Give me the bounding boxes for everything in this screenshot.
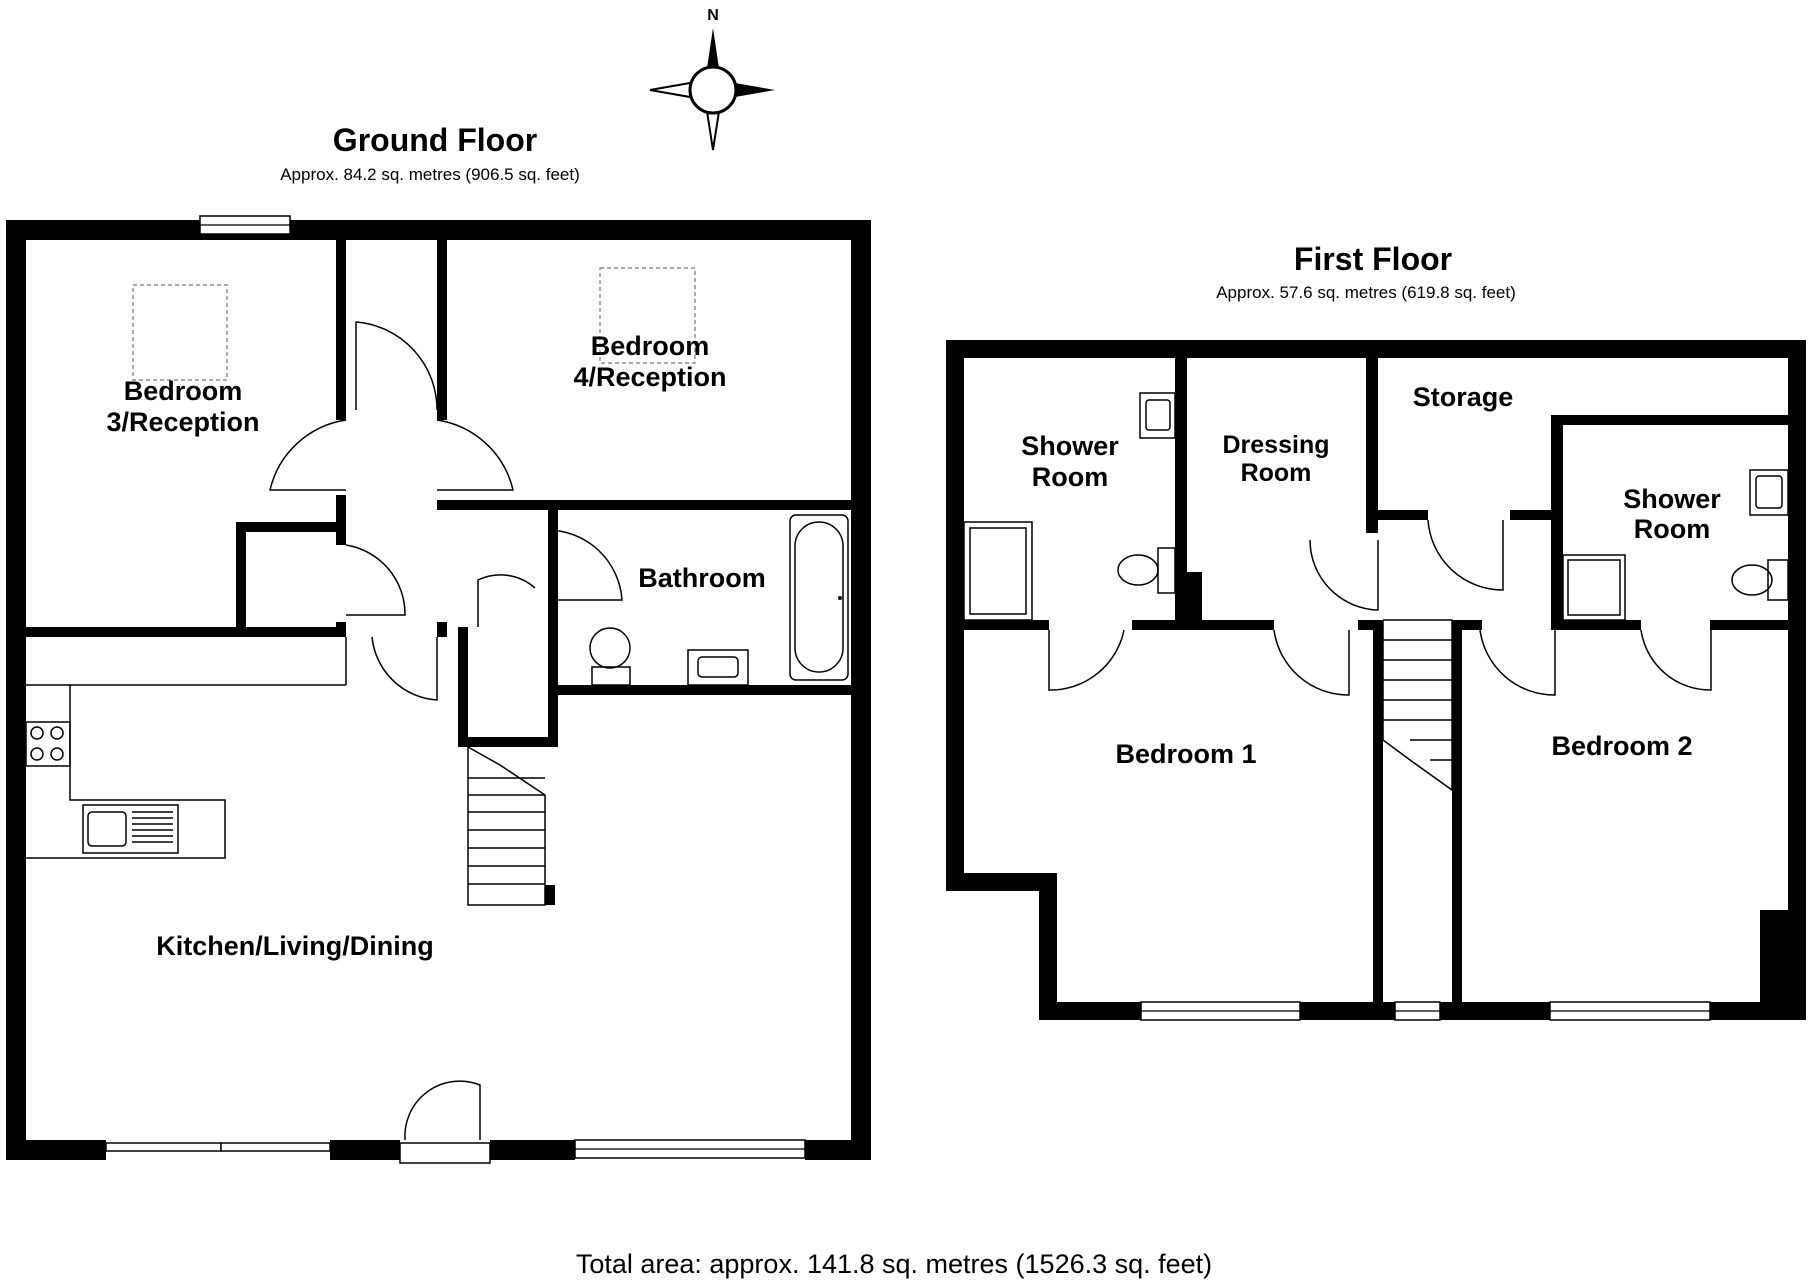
room-label-bedroom3-line1: Bedroom xyxy=(124,376,243,406)
room-label-kitchen: Kitchen/Living/Dining xyxy=(156,931,434,961)
bathroom-fixtures xyxy=(589,514,849,686)
room-label-bedroom3-line2: 3/Reception xyxy=(106,407,259,437)
ground-staircase xyxy=(467,746,555,906)
ground-floor-area: Approx. 84.2 sq. metres (906.5 sq. feet) xyxy=(280,165,580,184)
sink-icon xyxy=(82,804,179,854)
room-label-bathroom: Bathroom xyxy=(638,563,766,593)
room-label-bedroom4-line2: 4/Reception xyxy=(573,362,726,392)
room-label-shower2-line2: Room xyxy=(1634,514,1711,544)
room-label-bedroom4-line1: Bedroom xyxy=(591,331,710,361)
first-floor-staircase xyxy=(1382,619,1453,792)
kitchen-fixtures xyxy=(25,637,347,859)
total-area: Total area: approx. 141.8 sq. metres (15… xyxy=(576,1249,1212,1279)
first-floor-walls xyxy=(946,340,1806,1020)
room-label-shower1-line2: Room xyxy=(1032,462,1109,492)
room-label-storage: Storage xyxy=(1413,382,1514,412)
ground-floor-title: Ground Floor xyxy=(333,122,537,158)
first-floor-area: Approx. 57.6 sq. metres (619.8 sq. feet) xyxy=(1216,283,1516,302)
room-label-dressing-line1: Dressing xyxy=(1223,431,1330,459)
skylight-bedroom4 xyxy=(599,267,696,364)
toilet-icon-1 xyxy=(1117,554,1159,586)
room-label-bedroom1: Bedroom 1 xyxy=(1115,739,1256,769)
shower-tray-icon-2 xyxy=(1562,554,1626,621)
first-floor-fixtures xyxy=(963,392,1789,621)
room-label-bedroom2: Bedroom 2 xyxy=(1551,731,1692,761)
ground-floor-walls xyxy=(6,220,871,1160)
basin-icon-1 xyxy=(1139,392,1176,439)
first-floor-title: First Floor xyxy=(1294,241,1452,277)
ground-floor-doors xyxy=(269,321,623,1141)
basin-icon xyxy=(687,649,749,686)
compass-north-label: N xyxy=(707,7,719,24)
toilet-icon-2 xyxy=(1731,564,1773,596)
skylight-bedroom3 xyxy=(132,284,228,381)
room-label-shower2-line1: Shower xyxy=(1623,484,1721,514)
bathtub-icon xyxy=(789,514,849,681)
room-label-dressing-line2: Room xyxy=(1241,459,1312,487)
room-label-shower1-line1: Shower xyxy=(1021,431,1119,461)
basin-icon-2 xyxy=(1749,469,1789,516)
hob-icon xyxy=(25,721,71,767)
first-floor-windows xyxy=(1140,1001,1711,1021)
ground-floor-windows xyxy=(105,215,806,1164)
shower-tray-icon-1 xyxy=(963,521,1033,621)
compass-rose: N xyxy=(649,7,775,151)
toilet-icon xyxy=(589,627,631,669)
kitchen-counter xyxy=(26,684,226,859)
first-floor-doors xyxy=(1048,519,1712,696)
